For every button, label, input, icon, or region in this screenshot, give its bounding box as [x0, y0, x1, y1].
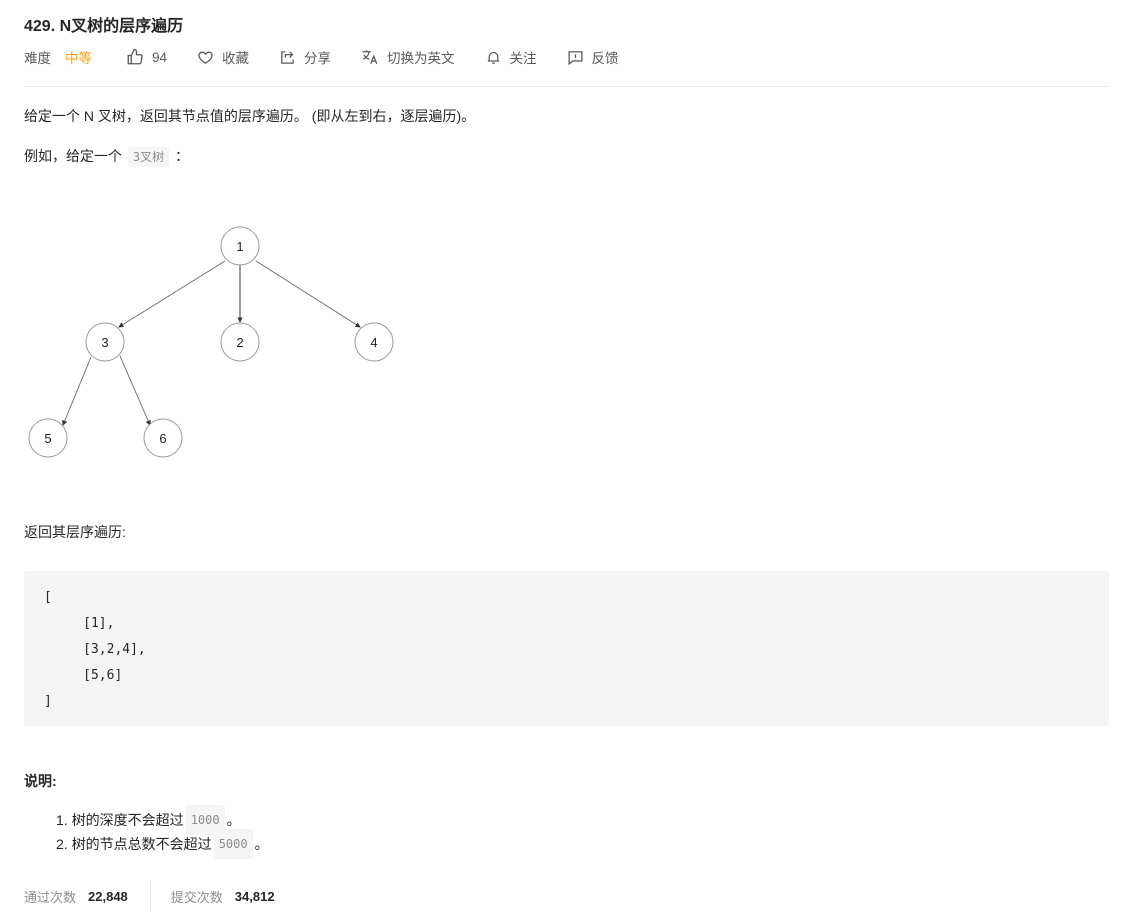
- submissions-count: 34,812: [234, 888, 275, 904]
- like-button[interactable]: 94: [126, 48, 167, 66]
- feedback-icon: [568, 50, 583, 65]
- bell-icon: [487, 51, 499, 64]
- translate-button[interactable]: 切换为英文: [361, 47, 455, 67]
- tree-node-6: [143, 418, 183, 458]
- notes-list: 1. 树的深度不会超过 1000 。 2. 树的节点总数不会超过 5000 。: [56, 805, 269, 859]
- tree-node-5: [28, 418, 68, 458]
- translate-icon: [362, 50, 378, 64]
- problem-title: 429. N叉树的层序遍历: [24, 18, 184, 35]
- notes-title: 说明:: [24, 773, 57, 789]
- tree-node-2: [220, 322, 260, 362]
- translate-label: 切换为英文: [387, 51, 455, 66]
- feedback-button[interactable]: 反馈: [567, 47, 619, 67]
- submission-stats: 通过次数 22,848 提交次数 34,812: [24, 882, 275, 910]
- inline-code-tree-type: 3叉树: [127, 147, 170, 167]
- tree-node-3: [85, 322, 125, 362]
- thumbs-up-icon: [127, 48, 143, 65]
- tree-node-label: 1: [236, 239, 243, 254]
- tree-node-label: 5: [44, 431, 51, 446]
- share-button[interactable]: 分享: [279, 47, 331, 67]
- like-count: 94: [152, 49, 168, 65]
- n-ary-tree-diagram: 1 3 2 4 5 6: [28, 226, 394, 458]
- difficulty-label: 难度: [24, 51, 51, 66]
- stats-divider: [149, 882, 151, 910]
- output-intro: 返回其层序遍历:: [24, 524, 126, 540]
- description-paragraph: 给定一个 N 叉树，返回其节点值的层序遍历。 (即从左到右，逐层遍历)。: [24, 108, 476, 124]
- heart-icon: [198, 51, 213, 64]
- inline-code: 1000: [185, 805, 225, 835]
- example-intro-prefix: 例如，给定一个: [24, 148, 122, 164]
- example-intro-suffix: ：: [175, 148, 190, 164]
- list-item-text: 树的深度不会超过: [71, 812, 184, 828]
- favorite-label: 收藏: [222, 51, 250, 66]
- share-label: 分享: [304, 51, 332, 66]
- follow-button[interactable]: 关注: [485, 47, 537, 67]
- tree-node-4: [354, 322, 394, 362]
- accepted-label: 通过次数: [24, 889, 77, 905]
- list-item-number: 2.: [56, 836, 68, 852]
- example-output-code-block: [ [1], [3,2,4], [5,6] ]: [24, 571, 1109, 726]
- share-icon: [281, 50, 294, 64]
- list-item: 2. 树的节点总数不会超过 5000 。: [56, 829, 269, 859]
- list-item-text: 树的节点总数不会超过: [71, 836, 212, 852]
- tree-node-1: [220, 226, 260, 266]
- inline-code: 5000: [213, 829, 253, 859]
- list-item-number: 1.: [56, 812, 68, 828]
- tree-node-label: 6: [159, 431, 166, 446]
- favorite-button[interactable]: 收藏: [197, 47, 249, 67]
- accepted-count: 22,848: [88, 888, 128, 904]
- list-item: 1. 树的深度不会超过 1000 。: [56, 805, 269, 835]
- tree-node-label: 2: [236, 335, 243, 350]
- tree-node-label: 4: [370, 335, 377, 350]
- follow-label: 关注: [509, 51, 537, 66]
- feedback-label: 反馈: [591, 51, 619, 66]
- problem-meta-bar: 难度 中等 94 收藏 分享 切换为英文 关注 反馈: [24, 46, 649, 68]
- header-divider: [24, 86, 1109, 87]
- list-item-end: 。: [226, 812, 241, 828]
- difficulty-badge: 中等: [65, 51, 92, 66]
- example-intro: 例如，给定一个 3叉树 ：: [24, 146, 190, 167]
- list-item-end: 。: [254, 836, 269, 852]
- submissions-label: 提交次数: [170, 889, 223, 905]
- tree-node-label: 3: [101, 335, 108, 350]
